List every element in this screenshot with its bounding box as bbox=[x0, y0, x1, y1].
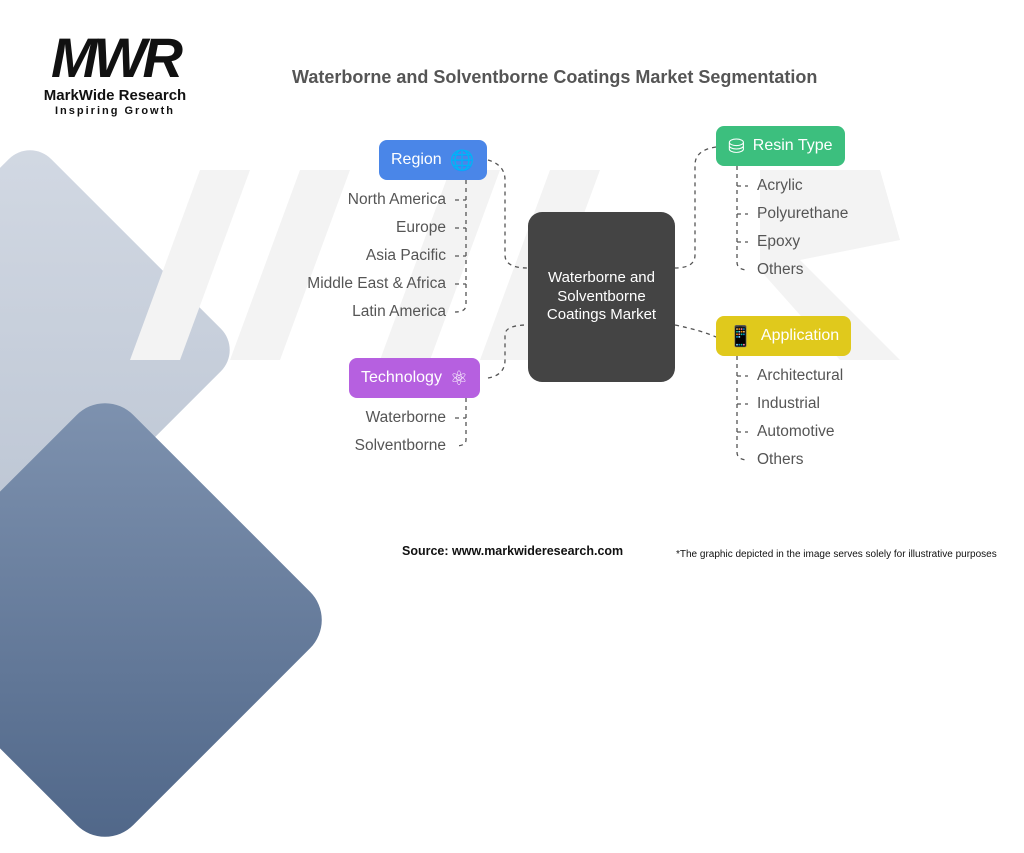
list-item: Automotive bbox=[757, 423, 835, 440]
category-label: Technology bbox=[361, 369, 442, 386]
list-item: Acrylic bbox=[757, 177, 803, 194]
atom-hand-icon: ⚛ bbox=[449, 367, 468, 390]
category-label: Region bbox=[391, 151, 442, 168]
disclaimer-note: *The graphic depicted in the image serve… bbox=[676, 549, 997, 560]
logo-mark: MWR bbox=[51, 26, 183, 89]
list-item: Waterborne bbox=[365, 409, 446, 426]
layers-icon: ⛁ bbox=[728, 135, 745, 158]
connectors bbox=[454, 146, 749, 461]
logo-tagline: Inspiring Growth bbox=[55, 105, 175, 117]
category-label: Application bbox=[760, 327, 840, 344]
category-technology: Technology ⚛ bbox=[349, 358, 480, 398]
logo: MWR MarkWide Research Inspiring Growth bbox=[40, 28, 190, 118]
list-item: Europe bbox=[396, 219, 446, 236]
list-item: Others bbox=[757, 451, 804, 468]
devices-icon: 📱 bbox=[728, 325, 753, 348]
list-item: Latin America bbox=[352, 303, 446, 320]
list-item: Others bbox=[757, 261, 804, 278]
list-item: Industrial bbox=[757, 395, 820, 412]
category-region: Region 🌐 bbox=[379, 140, 487, 180]
list-item: Middle East & Africa bbox=[307, 275, 446, 292]
category-resin-type: ⛁ Resin Type bbox=[716, 126, 845, 166]
source-text: Source: www.markwideresearch.com bbox=[402, 544, 624, 558]
list-item: Architectural bbox=[757, 367, 844, 384]
globe-icon: 🌐 bbox=[449, 149, 475, 172]
list-item: Asia Pacific bbox=[365, 247, 446, 264]
list-item: North America bbox=[347, 191, 446, 208]
center-node: Waterborne and Solventborne Coatings Mar… bbox=[528, 212, 675, 382]
category-label: Resin Type bbox=[752, 137, 833, 154]
category-application: 📱 Application bbox=[716, 316, 852, 356]
logo-name: MarkWide Research bbox=[43, 87, 187, 104]
page-title: Waterborne and Solventborne Coatings Mar… bbox=[292, 67, 818, 87]
list-item: Polyurethane bbox=[757, 205, 849, 222]
list-item: Epoxy bbox=[757, 233, 801, 250]
list-item: Solventborne bbox=[354, 437, 446, 454]
